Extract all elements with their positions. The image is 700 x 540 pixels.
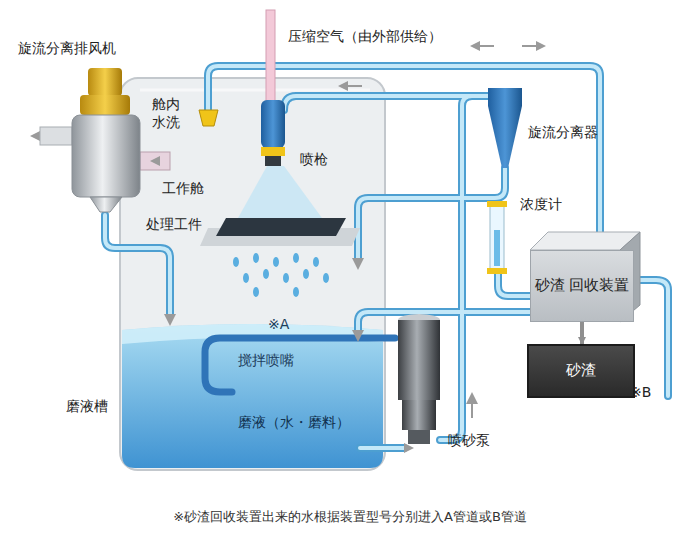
work-chamber (120, 78, 385, 470)
blast-pump (398, 314, 440, 444)
part-label: 浓度计 (520, 196, 562, 214)
cyclone-separator (488, 88, 522, 168)
node-text: 砂渣 回收装置 (535, 276, 630, 296)
part-label: 搅拌喷嘴 (238, 352, 294, 370)
flow-arrows (30, 41, 546, 453)
flow-arrow (580, 322, 584, 344)
sludge-tray: 砂渣 (527, 344, 635, 398)
part-label: 旋流分离器 (528, 124, 598, 142)
pipes-outer (105, 66, 668, 448)
part-label: 旋流分离排风机 (18, 40, 116, 58)
wash-nozzle (199, 110, 218, 126)
part-label: 舱内 水洗 (152, 96, 183, 131)
slurry-tank (122, 324, 383, 468)
workpiece (200, 218, 360, 246)
part-label: ※A (268, 316, 289, 334)
part-label: 处理工件 (146, 216, 202, 234)
part-label: 压缩空气（由外部供给） (288, 28, 442, 46)
caption: ※砂渣回收装置出来的水根据装置型号分别进入A管道或B管道 (0, 508, 700, 526)
part-label: 喷砂泵 (448, 432, 490, 450)
part-label: 磨液（水・磨料） (238, 414, 350, 432)
cyclone-exhaust-fan (40, 68, 170, 212)
node-text: 砂渣 (566, 361, 596, 381)
part-label: 喷枪 (300, 151, 328, 169)
recovery-device-faces (530, 232, 640, 322)
part-label: 磨液槽 (66, 398, 108, 416)
concentration-meter (487, 201, 507, 274)
recovery-device-box: 砂渣 回收装置 (530, 250, 634, 322)
droplets (233, 253, 329, 297)
stirring-pipe (205, 338, 395, 392)
part-label: 工作舱 (162, 180, 204, 198)
pipes-inner (105, 66, 668, 448)
